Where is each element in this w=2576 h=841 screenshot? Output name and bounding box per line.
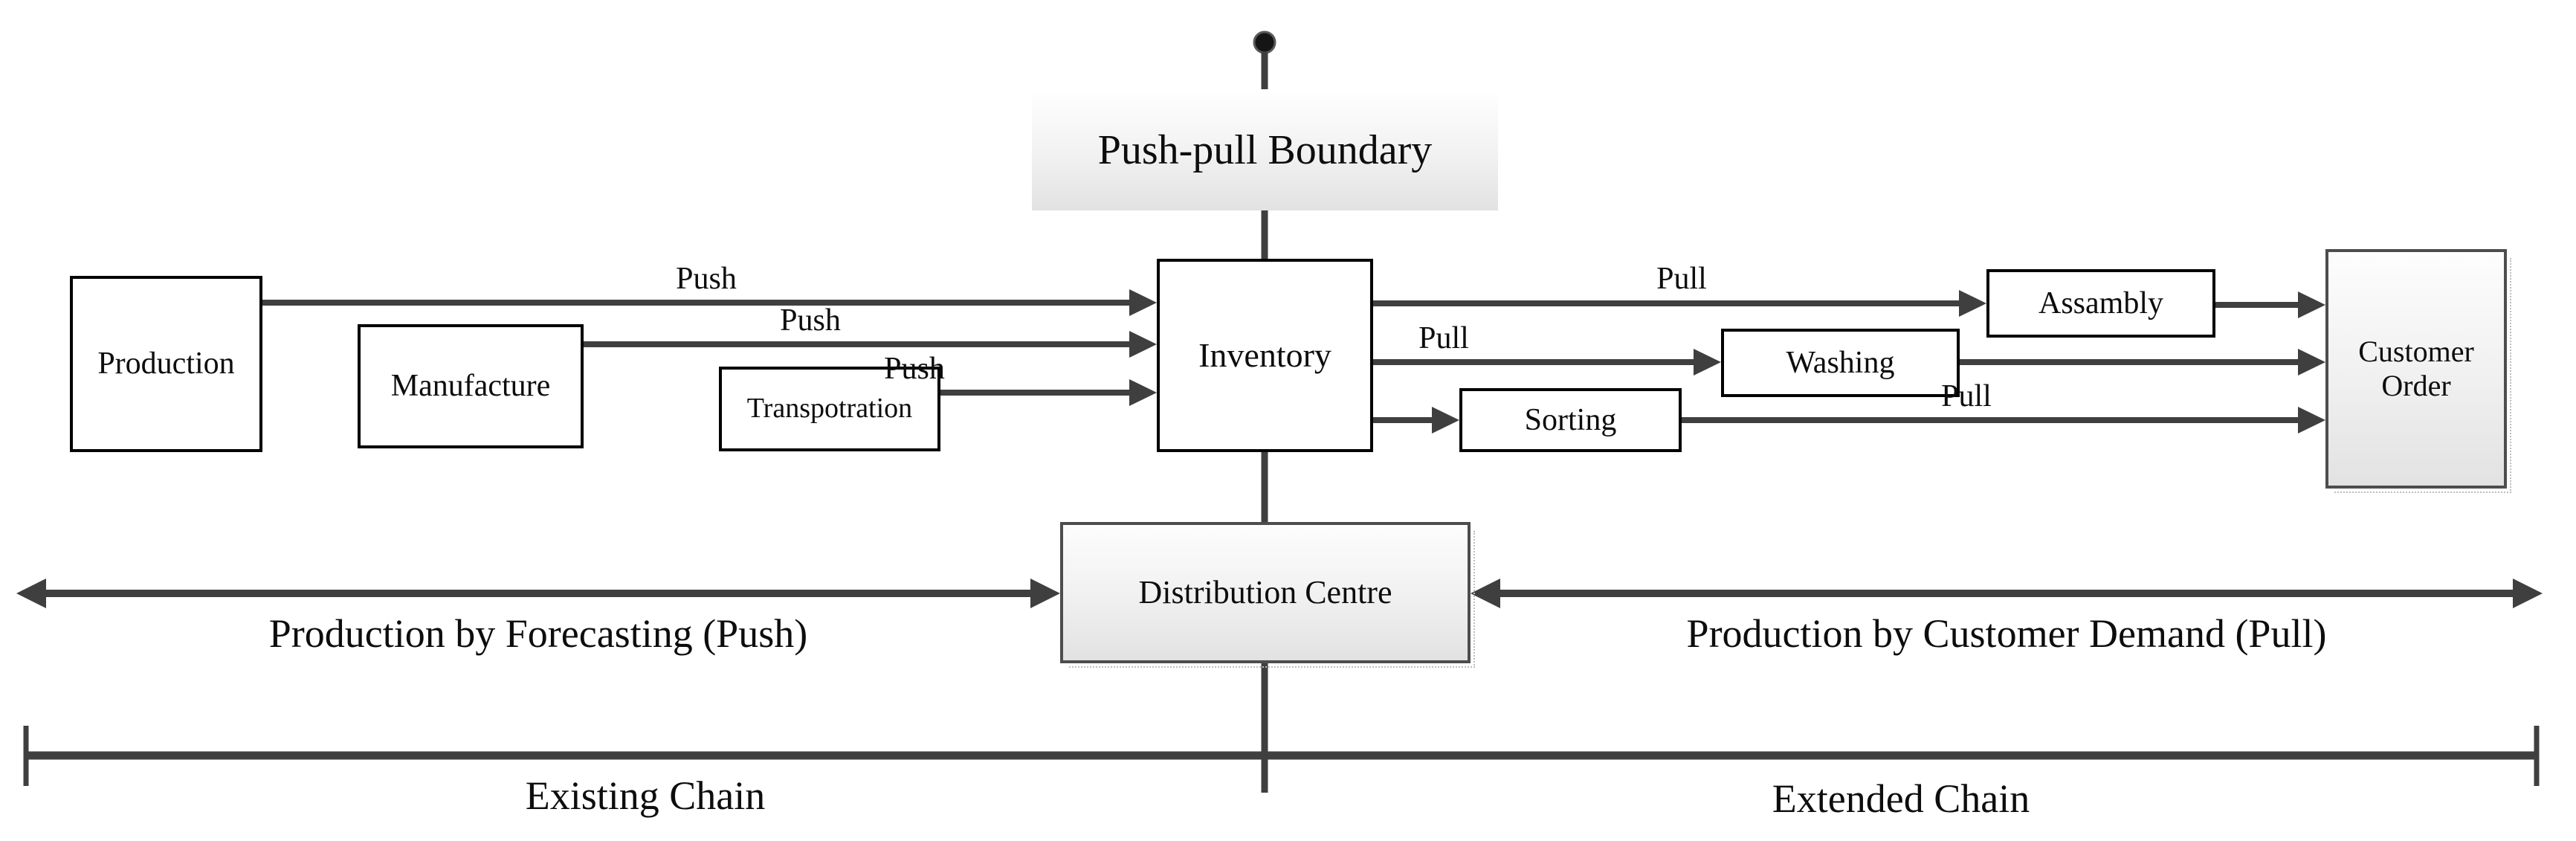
node-inventory: Inventory — [1157, 259, 1373, 452]
pull-region-label: Production by Customer Demand (Pull) — [1686, 611, 2327, 656]
node-assembly: Assambly — [1986, 269, 2215, 338]
node-sorting: Sorting — [1459, 388, 1682, 452]
arrowhead-icon — [2513, 579, 2543, 608]
existing-chain-label: Existing Chain — [525, 773, 766, 818]
pull-region-arrow — [1471, 579, 2543, 608]
push-pull-boundary-label: Push-pull Boundary — [1032, 89, 1498, 210]
node-customer-order: Customer Order — [2325, 249, 2511, 493]
connector-assembly-to-customer — [2215, 291, 2325, 318]
node-production: Production — [70, 276, 262, 452]
node-washing: Washing — [1721, 329, 1960, 397]
node-manufacture: Manufacture — [358, 324, 584, 448]
connector-washing-to-customer — [1960, 349, 2325, 376]
push-region-label: Production by Forecasting (Push) — [268, 611, 808, 656]
node-transportation: Transpotration — [719, 367, 940, 451]
extended-chain-label: Extended Chain — [1772, 776, 2030, 821]
chain-scale-line — [23, 726, 2540, 786]
arrowhead-icon — [1432, 407, 1459, 434]
flow-label-pull-2: Pull — [1418, 321, 1469, 355]
connector-transportation-to-inventory — [940, 379, 1157, 406]
arrowhead-icon — [2298, 349, 2325, 376]
boundary-dot-icon — [1253, 30, 1276, 54]
push-region-arrow — [16, 579, 1060, 608]
connector-inventory-to-sorting — [1373, 407, 1459, 434]
connector-sorting-to-customer — [1682, 407, 2325, 434]
arrowhead-icon — [16, 579, 46, 608]
arrowhead-icon — [1471, 579, 1500, 608]
arrowhead-icon — [1694, 349, 1721, 376]
flow-label-push-2: Push — [780, 303, 841, 338]
arrowhead-icon — [2298, 291, 2325, 318]
flow-label-push-3: Push — [884, 352, 945, 386]
flow-label-push-1: Push — [676, 262, 737, 296]
connector-manufacture-to-inventory — [584, 331, 1157, 358]
arrowhead-icon — [1129, 289, 1157, 316]
flow-label-pull-3: Pull — [1941, 379, 1992, 413]
arrowhead-icon — [2298, 407, 2325, 434]
arrowhead-icon — [1959, 290, 1986, 317]
flow-label-pull-1: Pull — [1656, 262, 1707, 296]
arrowhead-icon — [1129, 331, 1157, 358]
arrowhead-icon — [1129, 379, 1157, 406]
arrowhead-icon — [1030, 579, 1060, 608]
node-distribution-centre: Distribution Centre — [1060, 522, 1475, 668]
